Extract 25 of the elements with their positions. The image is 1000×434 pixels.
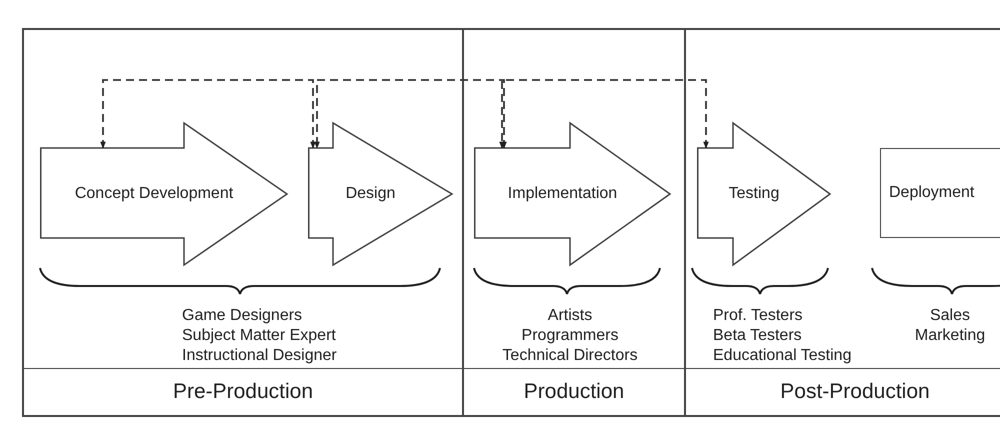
role-label: Beta Testers <box>713 326 802 346</box>
phase-heading: Post-Production <box>686 368 1000 415</box>
phase-column <box>22 28 464 417</box>
stage-pentagon: Implementation <box>474 122 671 266</box>
role-label: Marketing <box>914 326 986 346</box>
phase-column <box>686 28 1000 417</box>
feedback-arrow <box>100 79 316 149</box>
role-label: Game Designers <box>182 306 302 326</box>
role-label: Technical Directors <box>502 346 638 366</box>
stage-pentagon: Design <box>308 122 453 266</box>
role-label: Educational Testing <box>713 346 852 366</box>
role-label: Subject Matter Expert <box>182 326 336 346</box>
phase-column <box>464 28 686 417</box>
phase-heading: Production <box>464 368 684 415</box>
stage-pentagon: Concept Development <box>40 122 288 266</box>
feedback-arrow <box>499 79 709 149</box>
stage-pentagon: Testing <box>697 122 831 266</box>
role-label: Instructional Designer <box>182 346 337 366</box>
role-label: Sales <box>930 306 970 326</box>
role-label: Prof. Testers <box>713 306 803 326</box>
phase-heading: Pre-Production <box>24 368 462 415</box>
role-label: Programmers <box>522 326 618 346</box>
feedback-arrow <box>314 79 507 149</box>
role-label: Artists <box>548 306 592 326</box>
process-box: Deployment <box>880 148 1000 238</box>
